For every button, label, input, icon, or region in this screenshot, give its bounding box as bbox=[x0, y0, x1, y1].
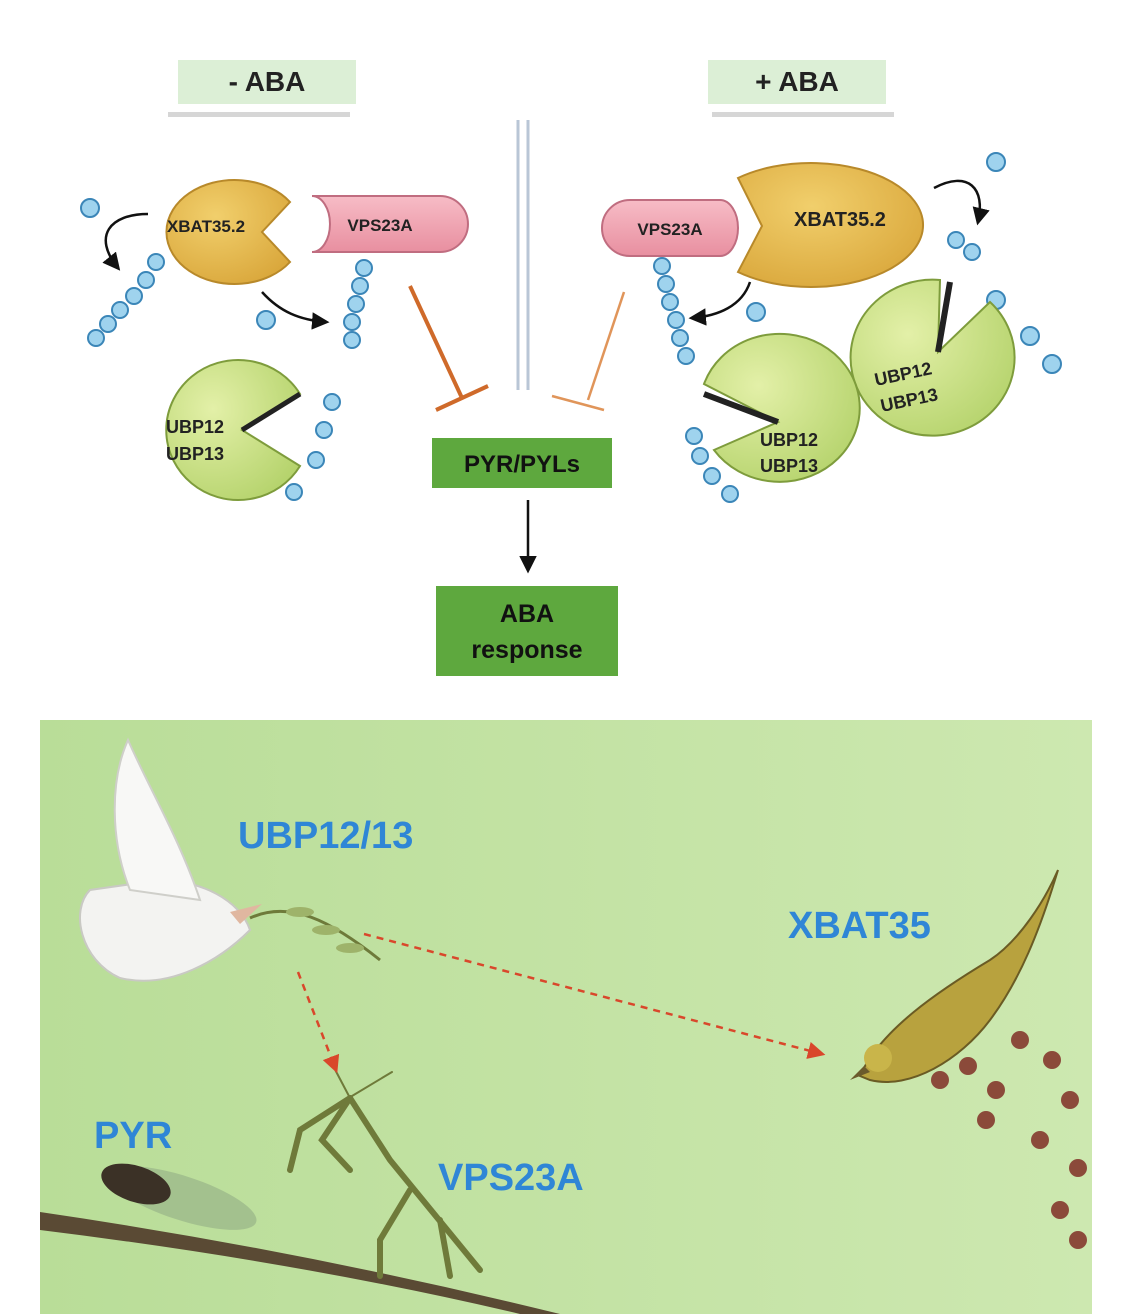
left-ubiquitin-chains bbox=[80, 198, 373, 501]
dashed-arrow-to-vps23a bbox=[296, 971, 340, 1074]
top-schematic: - ABA + ABA XBAT35.2 VPS23A bbox=[80, 60, 1062, 676]
pyr-pyls-box: PYR/PYLs bbox=[432, 438, 612, 488]
left-ubp12-13: UBP12 UBP13 bbox=[165, 359, 302, 501]
bottom-illustration: UBP12/13 XBAT35 PYR VPS23A bbox=[40, 720, 1092, 1314]
left-xbat-text: XBAT35.2 bbox=[167, 217, 245, 236]
right-inhibition bbox=[551, 291, 626, 412]
right-xbat352: XBAT35.2 bbox=[736, 162, 925, 288]
response-text-2: response bbox=[471, 636, 582, 664]
pyr-pyls-text: PYR/PYLs bbox=[464, 451, 580, 478]
ubp12-13-label: UBP12/13 bbox=[238, 815, 413, 857]
finch-image bbox=[850, 869, 1087, 1249]
left-vps-text: VPS23A bbox=[347, 216, 412, 235]
right-curved-arrows bbox=[688, 179, 990, 326]
dashed-arrow-to-xbat35 bbox=[363, 932, 826, 1059]
xbat35-label: XBAT35 bbox=[788, 905, 931, 947]
aba-response-box: ABA response bbox=[436, 586, 618, 676]
left-curved-arrows bbox=[102, 212, 330, 330]
plus-aba-label: + ABA bbox=[708, 60, 894, 117]
plus-aba-text: + ABA bbox=[755, 66, 839, 97]
right-ubp12-13-a: UBP12 UBP13 bbox=[849, 278, 1016, 437]
left-ubp-text-1: UBP12 bbox=[166, 417, 224, 437]
right-xbat-text: XBAT35.2 bbox=[794, 209, 886, 231]
left-inhibition bbox=[408, 285, 489, 412]
minus-aba-text: - ABA bbox=[229, 66, 306, 97]
right-ubp-b-text-1: UBP12 bbox=[760, 430, 818, 450]
right-ubp-b-text-2: UBP13 bbox=[760, 456, 818, 476]
branch-image bbox=[40, 1212, 560, 1314]
left-vps23a: VPS23A bbox=[311, 195, 469, 253]
left-ubp-text-2: UBP13 bbox=[166, 444, 224, 464]
pyr-label: PYR bbox=[94, 1115, 172, 1157]
right-ubp12-13-b: UBP12 UBP13 bbox=[702, 332, 861, 483]
response-text-1: ABA bbox=[500, 600, 554, 628]
center-divider bbox=[516, 120, 530, 390]
dove-image bbox=[79, 737, 381, 982]
right-vps-text: VPS23A bbox=[637, 220, 702, 239]
right-vps23a: VPS23A bbox=[601, 199, 739, 257]
cicada-image bbox=[101, 1163, 257, 1230]
dashed-arrows bbox=[296, 932, 826, 1074]
vps23a-label: VPS23A bbox=[438, 1157, 584, 1199]
left-xbat352: XBAT35.2 bbox=[165, 179, 292, 285]
minus-aba-label: - ABA bbox=[168, 60, 356, 117]
mantis-image bbox=[287, 1059, 483, 1279]
